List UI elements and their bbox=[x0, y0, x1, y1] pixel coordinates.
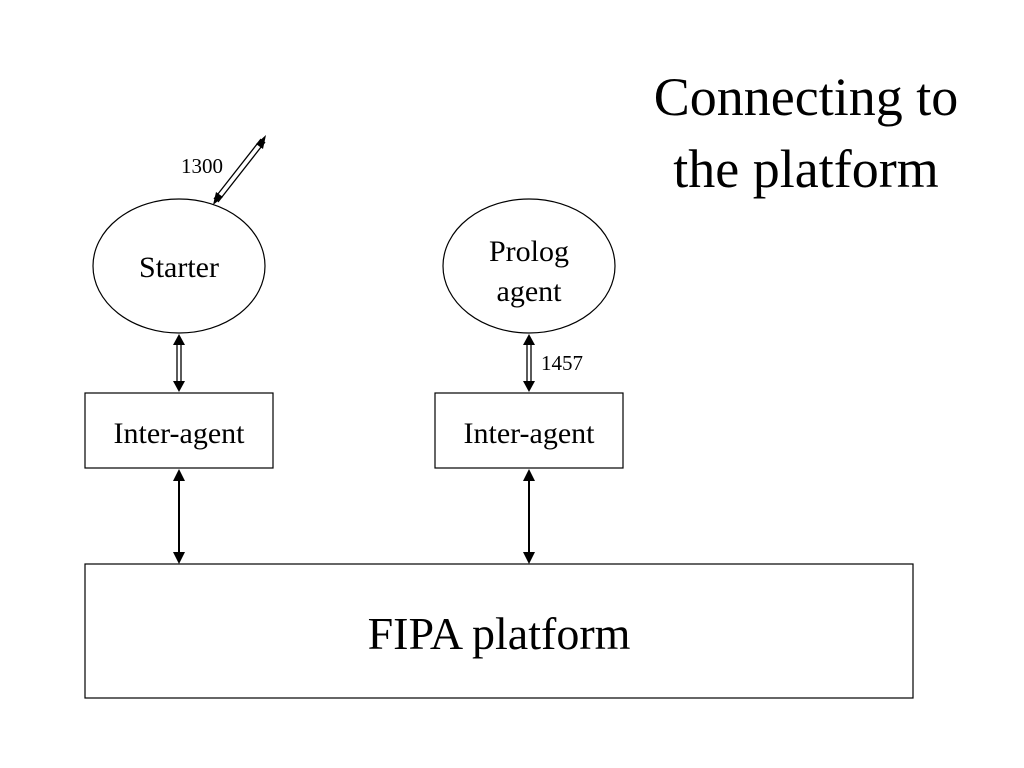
prolog-agent-ellipse bbox=[442, 198, 616, 334]
prolog-port-label: 1457 bbox=[541, 351, 583, 375]
prolog-agent-label-line-1: Prolog bbox=[489, 235, 569, 268]
starter-port-label: 1300 bbox=[181, 154, 223, 178]
inter-agent-right-label: Inter-agent bbox=[464, 417, 596, 450]
inter-agent-left-to-platform-connection bbox=[173, 469, 185, 564]
starter-external-connection: 1300 bbox=[181, 135, 266, 205]
prolog-to-inter-agent-connection: 1457 bbox=[523, 334, 583, 392]
prolog-agent-label-line-2: agent bbox=[497, 275, 563, 308]
inter-agent-left-node: Inter-agent bbox=[84, 392, 274, 469]
starter-external-arrowhead-bottom bbox=[213, 192, 223, 205]
inter-agent-right-box bbox=[434, 392, 624, 469]
inter-agent-right-to-platform-connection bbox=[523, 469, 535, 564]
prolog-agent-node: Prolog agent bbox=[442, 198, 616, 334]
starter-to-inter-agent-connection bbox=[173, 334, 185, 392]
starter-label: Starter bbox=[139, 251, 219, 284]
slide-title-line-2: the platform bbox=[673, 139, 938, 199]
starter-ellipse bbox=[92, 198, 266, 334]
starter-external-arrowhead-top bbox=[256, 135, 266, 149]
fipa-platform-label: FIPA platform bbox=[368, 608, 631, 659]
fipa-platform-node: FIPA platform bbox=[84, 563, 914, 699]
fipa-platform-box bbox=[84, 563, 914, 699]
inter-agent-left-label: Inter-agent bbox=[114, 417, 246, 450]
starter-node: Starter bbox=[92, 198, 266, 334]
starter-external-arrow-line-a bbox=[213, 138, 262, 200]
slide-title-line-1: Connecting to bbox=[654, 67, 958, 127]
starter-external-arrow-line-b bbox=[217, 141, 266, 203]
inter-agent-left-box bbox=[84, 392, 274, 469]
inter-agent-right-node: Inter-agent bbox=[434, 392, 624, 469]
